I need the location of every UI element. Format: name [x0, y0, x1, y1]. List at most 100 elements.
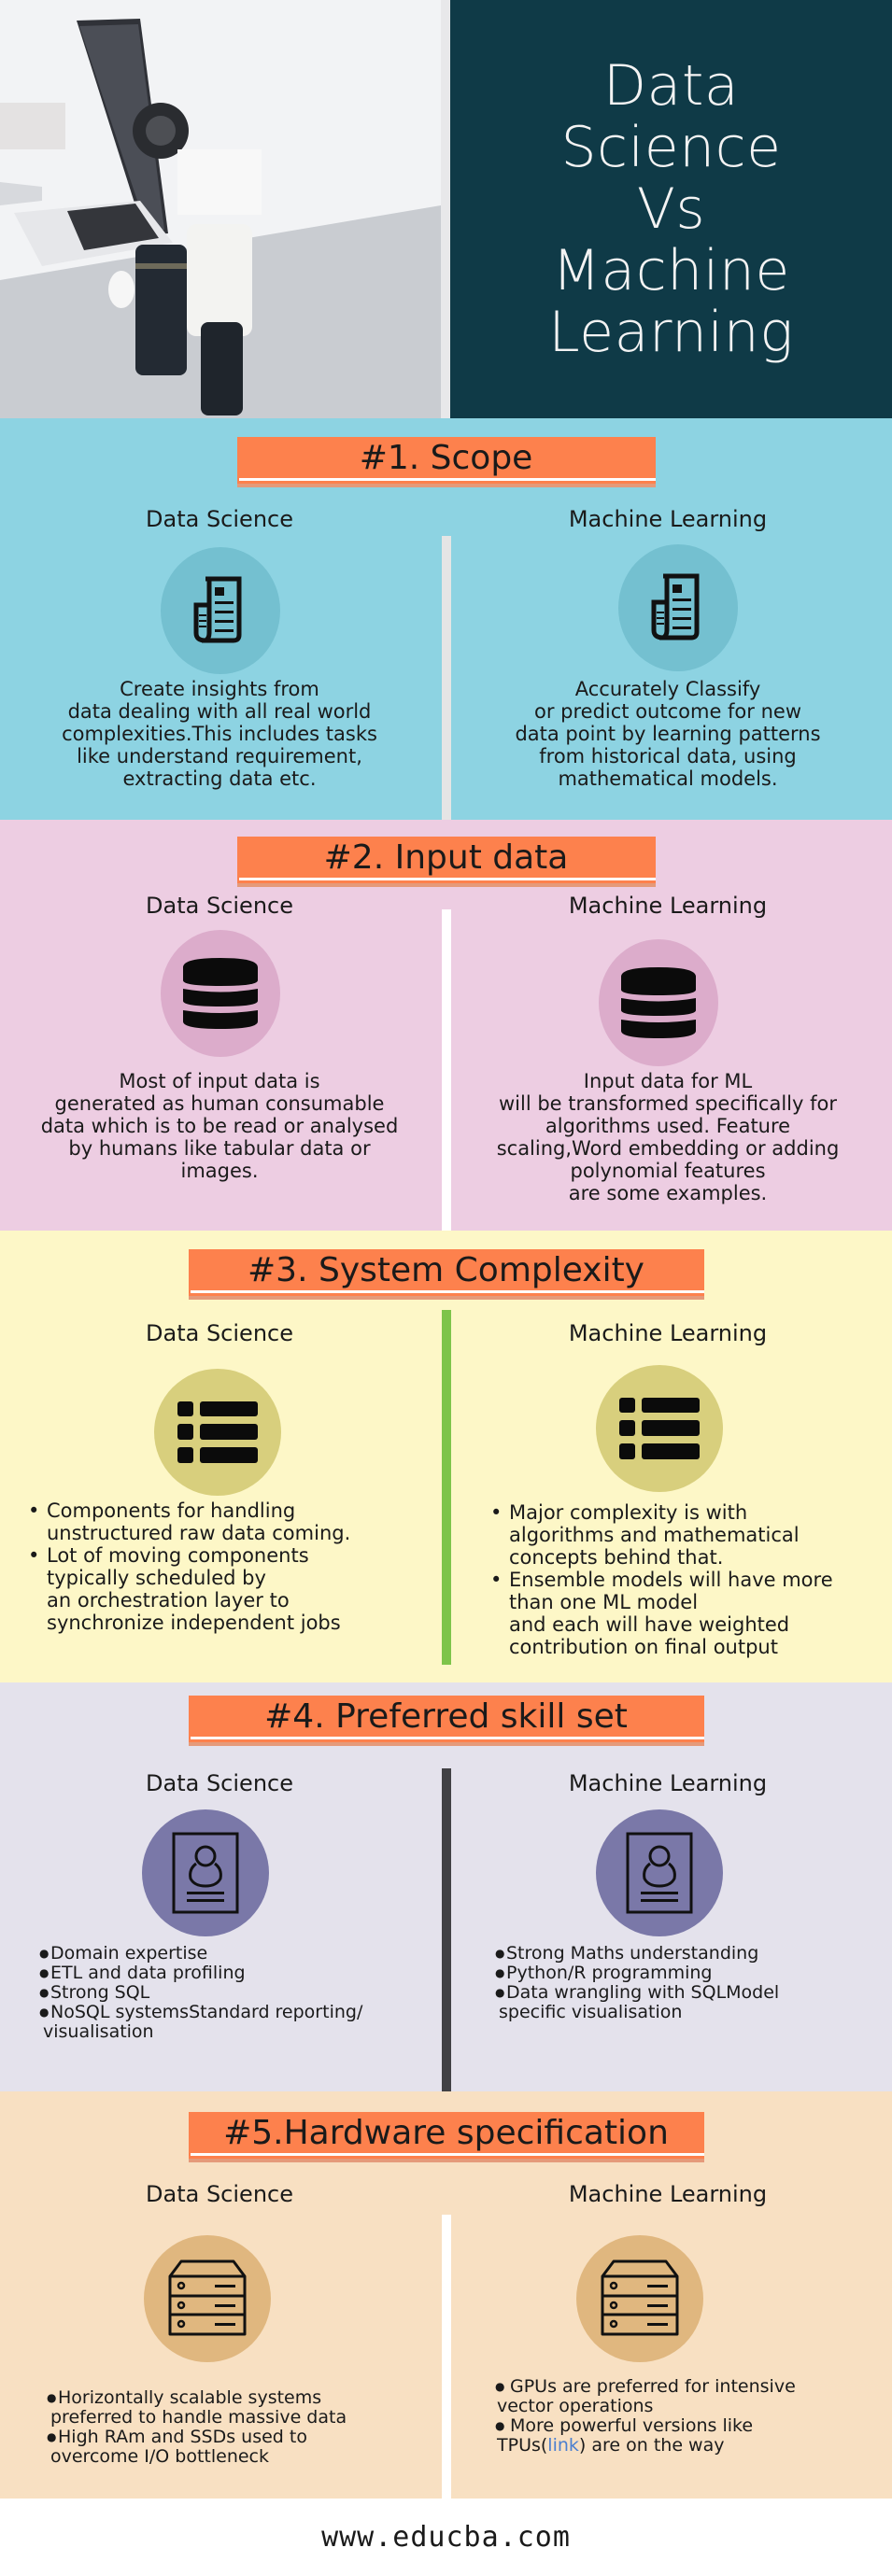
- skills-machine-learning-list: Strong Maths understanding Python/R prog…: [495, 1944, 779, 2022]
- hardware-machine-learning-list: GPUs are preferred for intensive vector …: [495, 2377, 796, 2456]
- text-line: mathematical models.: [558, 767, 778, 790]
- icon-circle: [144, 2235, 271, 2362]
- text-line: Strong SQL: [50, 1982, 150, 2003]
- col-machine-learning: Machine Learning: [462, 1770, 873, 1796]
- input-data-science-text: Most of input data is generated as human…: [14, 1070, 425, 1182]
- column-heading: Machine Learning: [568, 1320, 768, 1346]
- list-item: Python/R programming: [495, 1963, 779, 1984]
- text-line: than one ML model: [509, 1591, 699, 1613]
- text-line: complexities.This includes tasks: [62, 723, 377, 745]
- text-line: algorithms and mathematical: [509, 1524, 800, 1546]
- text-line: typically scheduled by: [47, 1567, 266, 1589]
- text-line: data which is to be read or analysed: [40, 1115, 399, 1137]
- title-line: Data: [602, 53, 740, 119]
- text-line: Create insights from: [120, 678, 319, 700]
- text-line: Data wrangling with SQLModel: [506, 1982, 780, 2003]
- col-machine-learning: Machine Learning: [462, 893, 873, 919]
- section-scope: #1. Scope Data Science Machine Learning: [0, 418, 892, 820]
- section-preferred-skill-set: #4. Preferred skill set Data Science Mac…: [0, 1682, 892, 2091]
- column-heading: Data Science: [146, 1320, 293, 1346]
- column-divider: [442, 1310, 451, 1665]
- col-data-science: Data Science: [14, 893, 425, 919]
- database-icon: [183, 958, 258, 1029]
- text-line: Major complexity is with: [509, 1501, 748, 1524]
- text-line: Python/R programming: [506, 1963, 713, 1983]
- resume-profile-icon: [172, 1832, 239, 1914]
- icon-circle: [596, 1809, 723, 1936]
- hero-photo: [0, 0, 441, 418]
- page-title: Data Science Vs Machine Learning: [548, 55, 793, 363]
- text-line: Accurately Classify: [574, 678, 761, 700]
- banner-title: #3. System Complexity: [248, 1250, 644, 1289]
- column-divider: [442, 1768, 451, 2091]
- column-heading: Machine Learning: [568, 2181, 768, 2207]
- banner-title: #2. Input data: [323, 838, 569, 877]
- col-data-science: Data Science: [14, 1770, 425, 1796]
- icon-circle: [596, 1365, 723, 1492]
- section-input-data: #2. Input data Data Science Machine Lear…: [0, 820, 892, 1231]
- footer-url[interactable]: www.educba.com: [321, 2521, 571, 2554]
- list-item: ETL and data profiling: [39, 1964, 362, 1984]
- list-item: Major complexity is with algorithms and …: [485, 1501, 833, 1569]
- text-line: NoSQL systemsStandard reporting/: [50, 2002, 363, 2022]
- text-line: data point by learning patterns: [515, 723, 821, 745]
- column-heading: Machine Learning: [568, 1770, 768, 1796]
- list-item: Horizontally scalable systems preferred …: [47, 2388, 347, 2428]
- text-line: an orchestration layer to: [47, 1589, 290, 1612]
- text-line: vector operations: [497, 2396, 654, 2416]
- section-banner: #1. Scope: [236, 437, 656, 487]
- icon-circle: [142, 1809, 269, 1936]
- text-line: Domain expertise: [50, 1943, 208, 1964]
- col-machine-learning: Machine Learning: [462, 506, 873, 532]
- list-icon: [177, 1401, 258, 1463]
- icon-circle: [161, 930, 280, 1057]
- text-line: specific visualisation: [499, 2002, 683, 2022]
- banner-title: #4. Preferred skill set: [264, 1696, 628, 1736]
- column-divider: [442, 536, 451, 820]
- tpu-link[interactable]: link: [547, 2435, 579, 2456]
- text-line: algorithms used. Feature: [545, 1115, 791, 1137]
- text-line: Lot of moving components: [47, 1544, 309, 1567]
- icon-circle: [161, 547, 280, 674]
- text-line: preferred to handle massive data: [50, 2407, 347, 2428]
- icon-circle: [154, 1369, 281, 1496]
- laptop-desk-illustration: [0, 0, 441, 418]
- database-icon: [621, 967, 696, 1038]
- text-line: polynomial features: [570, 1160, 766, 1182]
- col-data-science: Data Science: [14, 506, 425, 532]
- section-system-complexity: #3. System Complexity Data Science Machi…: [0, 1231, 892, 1682]
- text-line: are some examples.: [568, 1182, 768, 1204]
- col-data-science: Data Science: [14, 1320, 425, 1346]
- title-line: Machine: [552, 238, 790, 303]
- text-line: visualisation: [43, 2021, 154, 2042]
- list-item: Domain expertise: [39, 1944, 362, 1964]
- column-heading: Data Science: [146, 506, 293, 532]
- newspaper-icon: [193, 576, 242, 643]
- column-heading: Machine Learning: [568, 893, 768, 919]
- hardware-data-science-list: Horizontally scalable systems preferred …: [47, 2388, 347, 2467]
- section-hardware-specification: #5.Hardware specification Data Science M…: [0, 2091, 892, 2499]
- section-banner: #2. Input data: [236, 837, 656, 887]
- column-divider: [442, 2215, 451, 2499]
- input-machine-learning-text: Input data for ML will be transformed sp…: [462, 1070, 873, 1204]
- text-line: Strong Maths understanding: [506, 1943, 759, 1964]
- text-line: concepts behind that.: [509, 1546, 724, 1569]
- title-line: Science: [560, 115, 782, 180]
- hero-gap: [441, 0, 450, 418]
- text-line: Horizontally scalable systems: [58, 2387, 322, 2408]
- text-line: GPUs are preferred for intensive: [510, 2376, 796, 2397]
- text-line: from historical data, using: [539, 745, 797, 767]
- text-line: scaling,Word embedding or adding: [496, 1137, 840, 1160]
- banner-title: #1. Scope: [359, 438, 533, 477]
- text-line: or predict outcome for new: [534, 700, 801, 723]
- list-item: Data wrangling with SQLModel specific vi…: [495, 1983, 779, 2022]
- icon-circle: [618, 544, 738, 671]
- column-heading: Data Science: [146, 1770, 293, 1796]
- list-item: Lot of moving components typically sched…: [22, 1544, 350, 1634]
- text-line: data dealing with all real world: [67, 700, 372, 723]
- text-line: by humans like tabular data or: [68, 1137, 371, 1160]
- text-line: like understand requirement,: [77, 745, 362, 767]
- column-heading: Data Science: [146, 893, 293, 919]
- footer: www.educba.com: [0, 2499, 892, 2576]
- col-machine-learning: Machine Learning: [462, 2181, 873, 2207]
